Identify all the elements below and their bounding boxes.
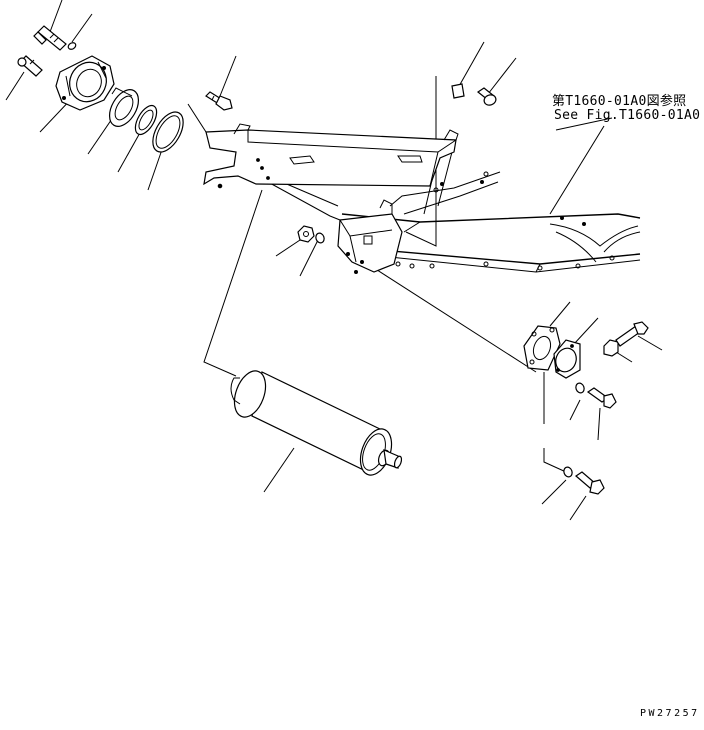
seal-ring bbox=[134, 104, 158, 136]
upper-bracket bbox=[203, 123, 484, 189]
hex-nut bbox=[297, 225, 315, 243]
top-bolt bbox=[476, 87, 497, 106]
reference-label-english: See Fig.T1660-01A0 bbox=[554, 108, 701, 123]
rubber-mount bbox=[553, 339, 581, 379]
leader-lines bbox=[5, 0, 663, 521]
exhaust-flange bbox=[55, 55, 115, 111]
lower-washer bbox=[563, 466, 573, 478]
square-nut bbox=[451, 83, 465, 99]
clamp-ring bbox=[152, 111, 184, 153]
washer bbox=[315, 232, 325, 244]
lower-bolt bbox=[575, 471, 605, 495]
mount-washer bbox=[575, 382, 585, 394]
mount-bolt-upper bbox=[615, 321, 649, 347]
muffler bbox=[230, 370, 403, 476]
mounting-block bbox=[337, 199, 403, 274]
drawing-id: PW27257 bbox=[640, 708, 700, 719]
sensor-stud bbox=[17, 55, 43, 77]
mounting-plate bbox=[523, 325, 561, 371]
bracket-bolt bbox=[205, 91, 233, 111]
gasket-ring bbox=[108, 87, 140, 127]
mount-bolt-lower bbox=[586, 387, 617, 409]
reference-label-japanese: 第T1660-01A0図参照 bbox=[552, 94, 687, 109]
assembly-guide-lines bbox=[187, 76, 567, 473]
flange-bolt bbox=[33, 25, 77, 51]
mount-nut bbox=[603, 339, 619, 357]
